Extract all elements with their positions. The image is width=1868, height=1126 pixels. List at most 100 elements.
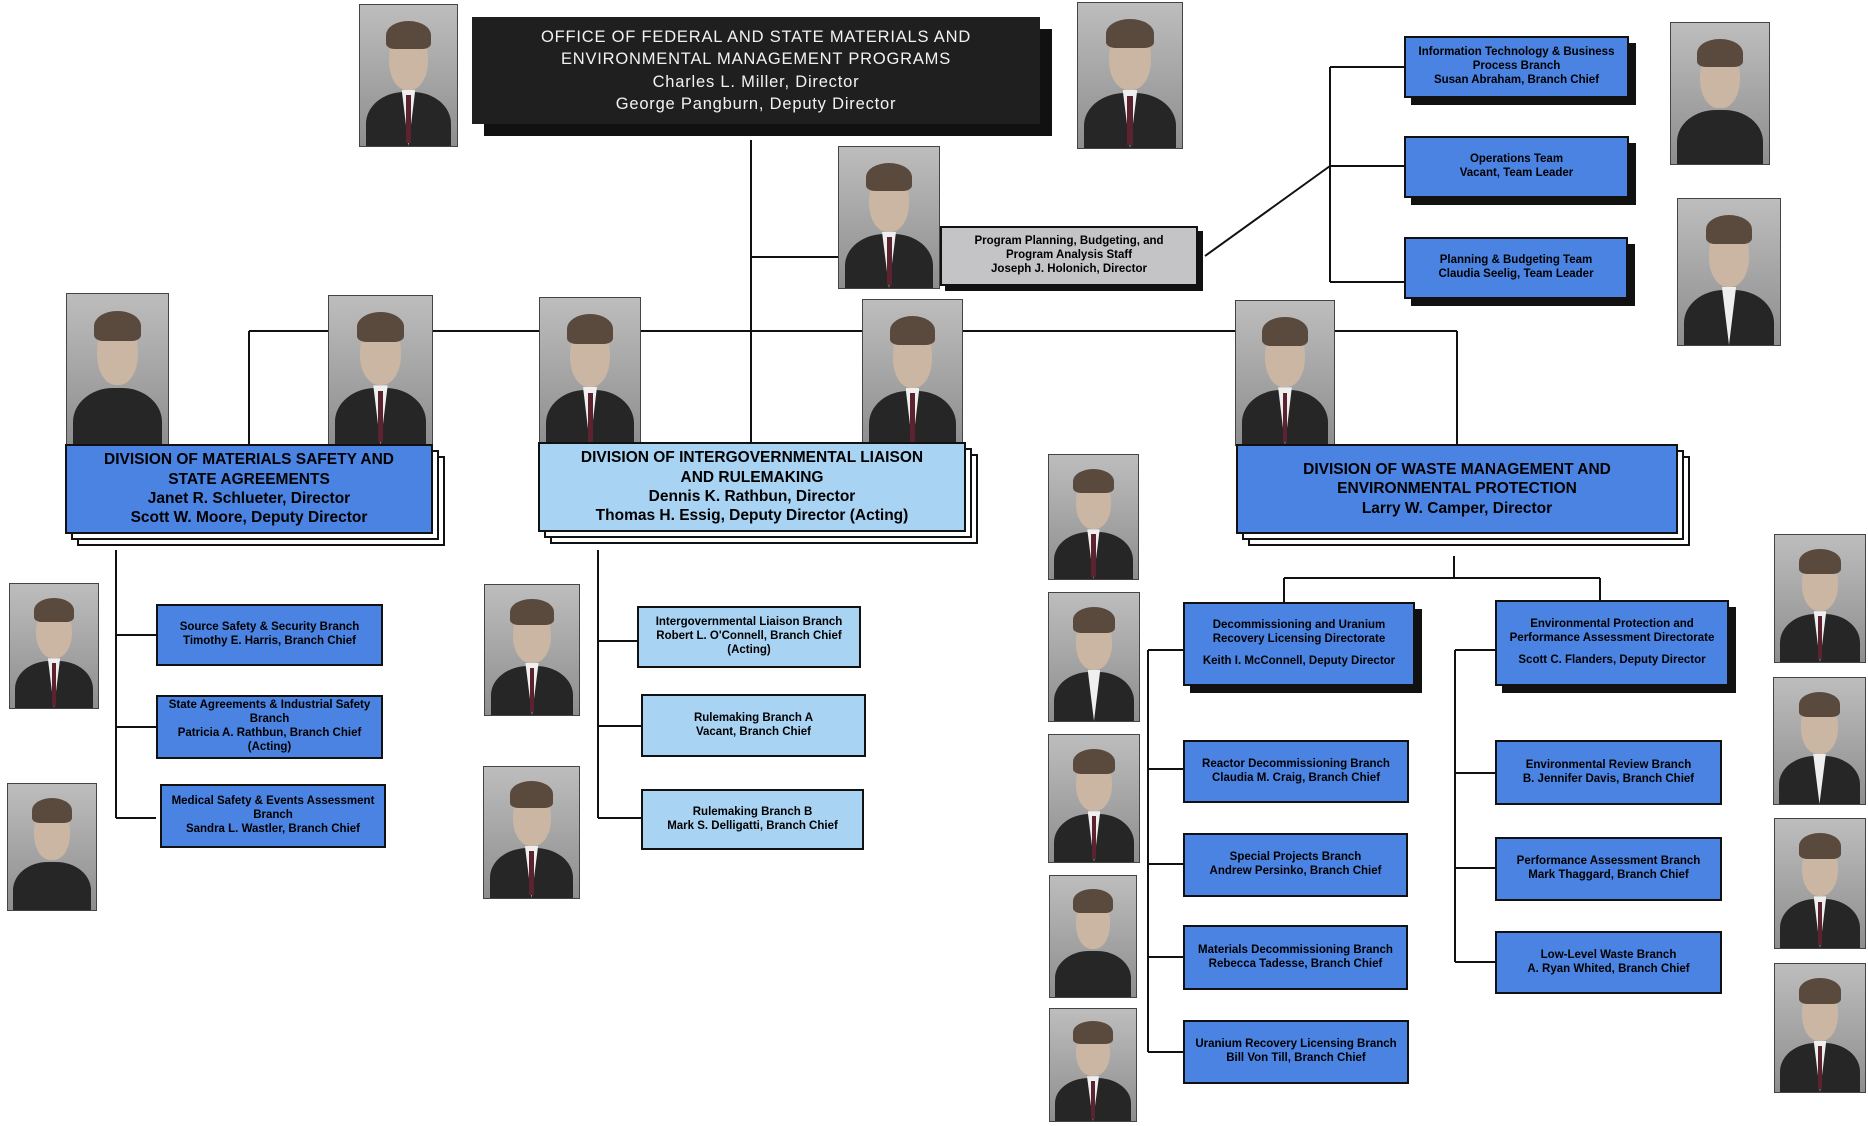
division-ilr-deputy: Thomas H. Essig, Deputy Director (Acting… <box>595 507 909 525</box>
epad-branch-low-level-waste: Low-Level Waste Branch A. Ryan Whited, B… <box>1495 931 1722 994</box>
division-msa-deputy: Scott W. Moore, Deputy Director <box>130 509 368 527</box>
ilr-branch-rulemaking-b: Rulemaking Branch B Mark S. Delligatti, … <box>641 789 864 850</box>
directorate-epad-box: Environmental Protection and Performance… <box>1495 600 1729 686</box>
division-ilr-box: DIVISION OF INTERGOVERNMENTAL LIAISON AN… <box>538 442 966 532</box>
durl-branch-special-projects: Special Projects Branch Andrew Persinko,… <box>1183 833 1408 897</box>
msa-branch-source-safety: Source Safety & Security Branch Timothy … <box>156 604 383 666</box>
photo-ilr-director <box>539 297 641 447</box>
division-wmep-line1: DIVISION OF WASTE MANAGEMENT AND <box>1303 460 1611 478</box>
team-operations-line2: Vacant, Team Leader <box>1459 167 1574 179</box>
msa-branch-3-line3: Sandra L. Wastler, Branch Chief <box>185 822 361 835</box>
msa-branch-2-line1: State Agreements & Industrial Safety <box>168 699 371 712</box>
epad-branch-3-line1: Low-Level Waste Branch <box>1540 948 1677 961</box>
staff-line1: Program Planning, Budgeting, and <box>974 235 1164 248</box>
epad-branch-2-line2: Mark Thaggard, Branch Chief <box>1528 869 1689 881</box>
staff-line2: Program Analysis Staff <box>1005 249 1133 262</box>
epad-branch-1-line1: Environmental Review Branch <box>1525 758 1692 771</box>
team-planning-box: Planning & Budgeting Team Claudia Seelig… <box>1404 237 1628 299</box>
office-title-line2: ENVIRONMENTAL MANAGEMENT PROGRAMS <box>560 50 952 69</box>
division-ilr-line1: DIVISION OF INTERGOVERNMENTAL LIAISON <box>580 449 924 467</box>
photo-office-deputy <box>1077 2 1183 149</box>
photo-epad-branch-3 <box>1774 963 1866 1093</box>
epad-line2: Performance Assessment Directorate <box>1509 632 1715 645</box>
team-planning-line1: Planning & Budgeting Team <box>1439 254 1593 267</box>
division-msa-box: DIVISION OF MATERIALS SAFETY AND STATE A… <box>65 444 433 534</box>
ilr-branch-rulemaking-a: Rulemaking Branch A Vacant, Branch Chief <box>641 694 866 757</box>
photo-epad-branch-1 <box>1773 677 1866 805</box>
team-it-line3: Susan Abraham, Branch Chief <box>1433 73 1600 86</box>
msa-branch-medical-safety: Medical Safety & Events Assessment Branc… <box>160 784 386 848</box>
division-msa-director: Janet R. Schlueter, Director <box>147 490 351 507</box>
msa-branch-state-agreements: State Agreements & Industrial Safety Bra… <box>156 695 383 759</box>
team-operations-box: Operations Team Vacant, Team Leader <box>1404 136 1629 198</box>
photo-msa-branch-3 <box>7 783 97 911</box>
photo-durl-branch-1 <box>1048 592 1140 722</box>
msa-branch-3-line1: Medical Safety & Events Assessment <box>171 795 375 808</box>
ilr-branch-2-line2: Vacant, Branch Chief <box>695 725 812 738</box>
office-director: Charles L. Miller, Director <box>652 72 860 91</box>
durl-branch-2-line1: Special Projects Branch <box>1229 851 1362 864</box>
epad-branch-performance-assessment: Performance Assessment Branch Mark Thagg… <box>1495 837 1722 901</box>
photo-epad-director <box>1774 534 1866 663</box>
team-it-line2: Process Branch <box>1472 60 1561 73</box>
durl-branch-1-line2: Claudia M. Craig, Branch Chief <box>1211 771 1381 784</box>
photo-durl-branch-4 <box>1049 1008 1137 1122</box>
durl-branch-uranium: Uranium Recovery Licensing Branch Bill V… <box>1183 1020 1409 1084</box>
division-ilr-director: Dennis K. Rathbun, Director <box>648 488 856 505</box>
photo-epad-branch-2 <box>1774 818 1866 949</box>
photo-msa-deputy <box>328 295 433 446</box>
photo-team-it <box>1670 22 1770 165</box>
photo-wmep-director <box>1235 300 1335 446</box>
epad-branch-3-line2: A. Ryan Whited, Branch Chief <box>1527 962 1690 975</box>
durl-line2: Recovery Licensing Directorate <box>1212 633 1386 646</box>
ilr-branch-2-line1: Rulemaking Branch A <box>693 711 814 724</box>
durl-deputy: Keith I. McConnell, Deputy Director <box>1202 654 1396 667</box>
division-wmep-line2: ENVIRONMENTAL PROTECTION <box>1337 480 1577 498</box>
epad-deputy: Scott C. Flanders, Deputy Director <box>1518 653 1706 666</box>
msa-branch-2-line2: Branch <box>249 713 290 726</box>
durl-branch-materials: Materials Decommissioning Branch Rebecca… <box>1183 925 1408 990</box>
photo-msa-director <box>66 293 169 446</box>
epad-line1: Environmental Protection and <box>1530 618 1694 631</box>
division-wmep-director: Larry W. Camper, Director <box>1361 499 1553 517</box>
photo-staff-director <box>838 146 940 289</box>
epad-branch-1-line2: B. Jennifer Davis, Branch Chief <box>1522 772 1695 785</box>
msa-branch-2-line4: (Acting) <box>247 740 292 753</box>
msa-branch-2-line3: Patricia A. Rathbun, Branch Chief <box>177 727 362 739</box>
ilr-branch-3-line2: Mark S. Delligatti, Branch Chief <box>667 819 838 832</box>
durl-line1: Decommissioning and Uranium <box>1212 619 1386 632</box>
photo-ilr-deputy <box>862 299 963 447</box>
team-it-box: Information Technology & Business Proces… <box>1404 36 1629 98</box>
photo-durl-branch-2 <box>1048 734 1140 863</box>
division-msa-line1: DIVISION OF MATERIALS SAFETY AND <box>104 451 394 469</box>
team-planning-line2: Claudia Seelig, Team Leader <box>1438 268 1594 280</box>
ilr-branch-1-line3: (Acting) <box>727 643 771 656</box>
epad-branch-2-line1: Performance Assessment Branch <box>1516 855 1701 868</box>
team-operations-line1: Operations Team <box>1469 153 1564 166</box>
ilr-branch-3-line1: Rulemaking Branch B <box>692 805 813 818</box>
ilr-branch-1-line1: Intergovernmental Liaison Branch <box>655 616 843 629</box>
ilr-branch-liaison: Intergovernmental Liaison Branch Robert … <box>637 606 861 668</box>
photo-office-director <box>359 4 458 147</box>
photo-msa-branch-1 <box>9 583 99 709</box>
durl-branch-1-line1: Reactor Decommissioning Branch <box>1202 757 1390 770</box>
durl-branch-4-line1: Uranium Recovery Licensing Branch <box>1195 1038 1397 1051</box>
staff-line3: Joseph J. Holonich, Director <box>991 262 1147 275</box>
photo-durl-branch-3 <box>1049 875 1137 998</box>
directorate-durl-box: Decommissioning and Uranium Recovery Lic… <box>1183 602 1415 686</box>
division-ilr-line2: AND RULEMAKING <box>680 468 824 486</box>
office-box: OFFICE OF FEDERAL AND STATE MATERIALS AN… <box>472 17 1040 124</box>
division-msa-line2: STATE AGREEMENTS <box>168 470 330 488</box>
division-wmep-box: DIVISION OF WASTE MANAGEMENT AND ENVIRON… <box>1236 444 1678 534</box>
office-deputy: George Pangburn, Deputy Director <box>615 94 897 113</box>
durl-branch-4-line2: Bill Von Till, Branch Chief <box>1226 1052 1366 1064</box>
durl-branch-2-line2: Andrew Persinko, Branch Chief <box>1209 865 1382 877</box>
staff-box: Program Planning, Budgeting, and Program… <box>940 226 1198 286</box>
photo-ilr-branch-1 <box>484 584 580 716</box>
photo-team-planning <box>1677 198 1781 346</box>
photo-ilr-branch-3 <box>483 766 580 899</box>
ilr-branch-1-line2: Robert L. O'Connell, Branch Chief <box>656 630 842 643</box>
durl-branch-3-line1: Materials Decommissioning Branch <box>1198 943 1393 956</box>
msa-branch-3-line2: Branch <box>253 809 293 822</box>
msa-branch-1-line2: Timothy E. Harris, Branch Chief <box>183 635 356 647</box>
